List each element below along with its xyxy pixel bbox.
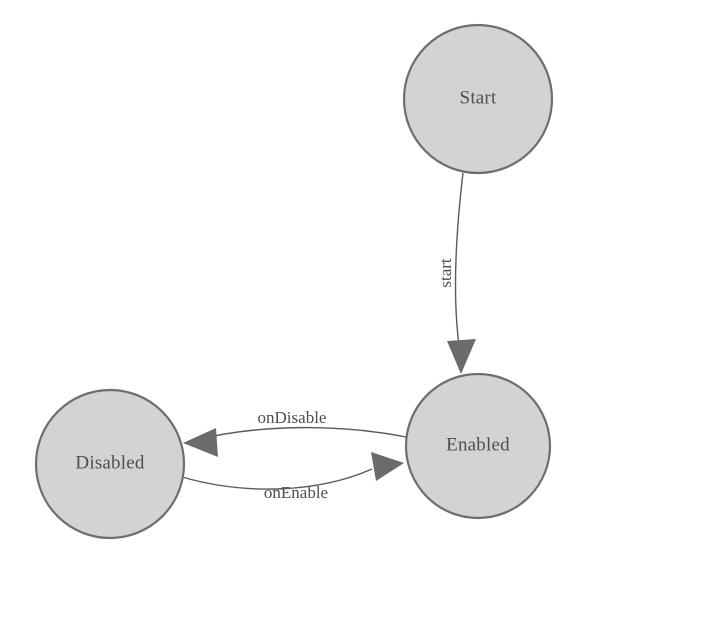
- arrowhead-right-icon: [371, 452, 404, 481]
- edge-label-on-enable: onEnable: [264, 483, 328, 502]
- node-disabled[interactable]: Disabled: [34, 388, 186, 540]
- edge-enabled-to-disabled[interactable]: [183, 426, 407, 457]
- edge-label-on-disable: onDisable: [258, 408, 327, 427]
- node-disabled-circle: [34, 388, 186, 540]
- node-start[interactable]: Start: [402, 23, 554, 175]
- arrowhead-left-icon: [183, 428, 218, 457]
- node-enabled-label: Enabled: [446, 434, 510, 455]
- edge-enabled-to-disabled-path: [195, 426, 407, 441]
- node-start-label: Start: [460, 87, 497, 108]
- edge-disabled-to-enabled[interactable]: [181, 452, 404, 490]
- edge-start-to-enabled-path: [454, 172, 464, 353]
- node-enabled[interactable]: Enabled: [404, 372, 552, 520]
- node-enabled-circle: [404, 372, 552, 520]
- edge-disabled-to-enabled-path: [181, 468, 373, 490]
- edge-start-to-enabled[interactable]: [447, 172, 476, 374]
- arrowhead-down-icon: [447, 339, 476, 374]
- node-disabled-label: Disabled: [75, 452, 144, 473]
- edge-label-start: start: [436, 258, 455, 288]
- node-start-circle: [402, 23, 554, 175]
